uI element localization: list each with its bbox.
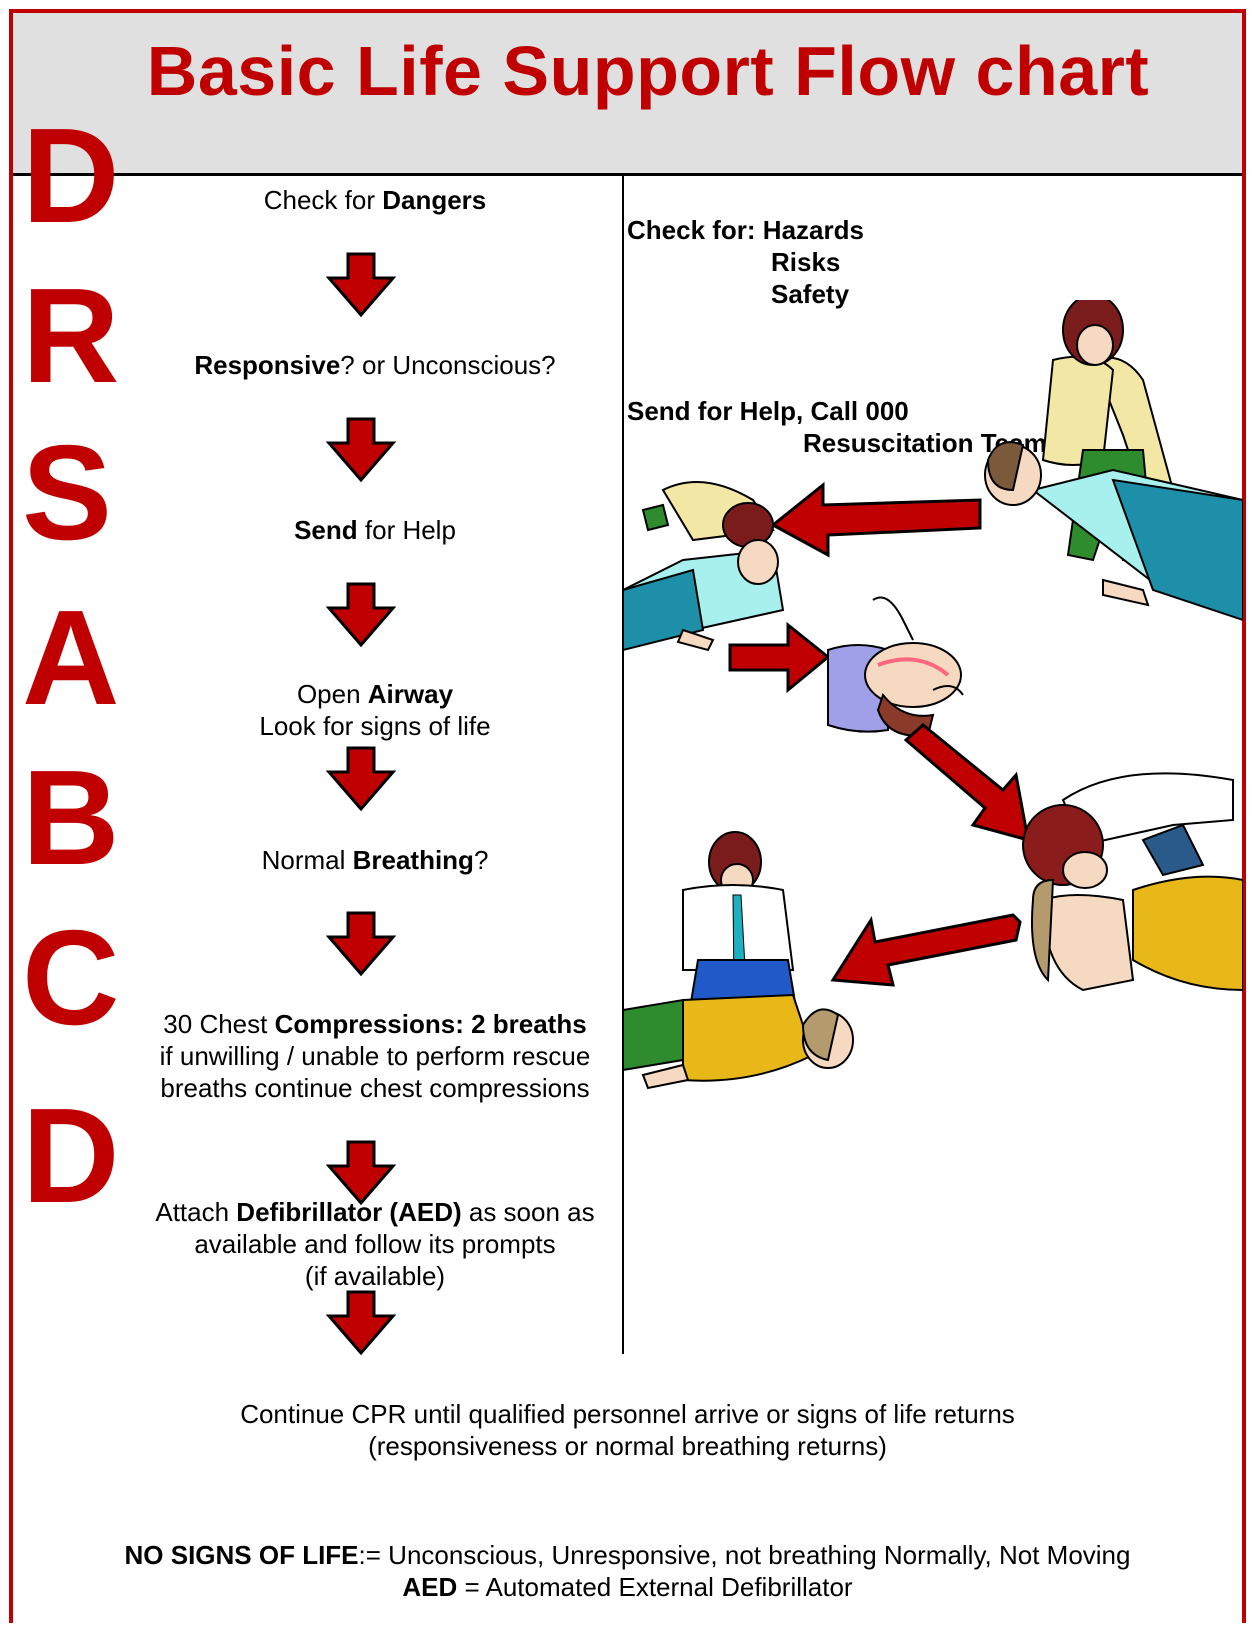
down-arrow-icon (326, 582, 396, 648)
continue-cpr-text: Continue CPR until qualified personnel a… (240, 1399, 1015, 1461)
step-breathing: Normal Breathing? (261, 845, 489, 875)
down-arrow-icon (326, 1140, 396, 1206)
letter-r: R (22, 260, 120, 411)
down-arrow-icon (326, 252, 396, 318)
step-defibrillator: Attach Defibrillator (AED) as soon as av… (155, 1197, 595, 1291)
column-divider (622, 176, 624, 1354)
letter-d2: D (22, 1080, 120, 1231)
rescue-breaths-icon (1022, 772, 1243, 992)
letter-a: A (22, 582, 120, 733)
risks-label: Risks (771, 247, 841, 277)
casualty-lying-icon (984, 441, 1243, 622)
chest-compressions-icon (623, 831, 854, 1090)
safety-label: Safety (771, 279, 850, 309)
down-arrow-icon (326, 911, 396, 977)
down-arrow-icon (326, 1290, 396, 1356)
header-bar: Basic Life Support Flow chart (13, 13, 1242, 176)
letter-s: S (22, 417, 113, 568)
step-send: Send for Help (294, 515, 456, 545)
page-title: Basic Life Support Flow chart (146, 32, 1150, 110)
help-label: Send for Help, Call 000 (627, 396, 909, 426)
first-aid-illustrations (623, 300, 1243, 1090)
down-arrow-icon (326, 417, 396, 483)
rescuer-checking-icon (623, 481, 785, 652)
down-arrow-icon (326, 746, 396, 812)
definitions-text: NO SIGNS OF LIFE:= Unconscious, Unrespon… (124, 1540, 1131, 1602)
head-tilt-airway-icon (827, 596, 964, 737)
letter-b: B (22, 742, 120, 893)
step-airway: Open Airway Look for signs of life (259, 679, 491, 741)
hazards-label: Check for: Hazards (627, 215, 864, 245)
step-dangers: Check for Dangers (263, 185, 487, 215)
letter-d: D (22, 100, 120, 251)
step-compressions: 30 Chest Compressions: 2 breaths if unwi… (159, 1009, 591, 1103)
letter-c: C (22, 902, 120, 1053)
step-responsive: Responsive? or Unconscious? (194, 350, 556, 380)
page-frame (9, 9, 1246, 1623)
